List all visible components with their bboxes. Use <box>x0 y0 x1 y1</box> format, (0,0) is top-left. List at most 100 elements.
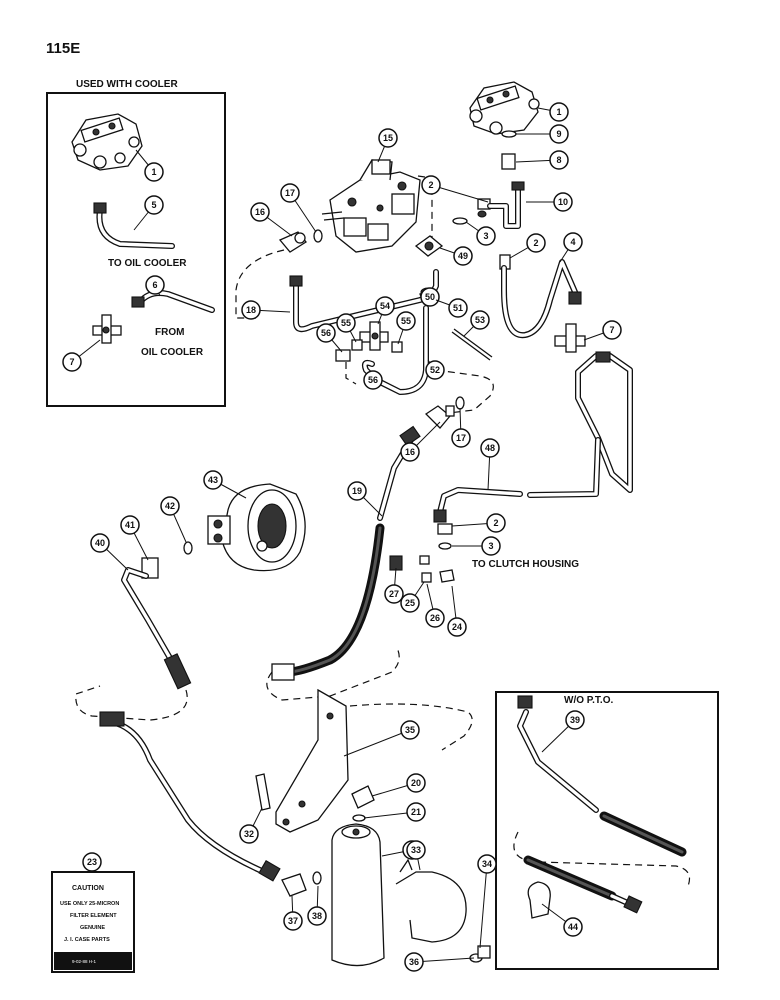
callout-number: 35 <box>405 725 415 735</box>
callout-4: 4 <box>559 232 583 263</box>
callout-39: 39 <box>541 710 585 753</box>
callout-circle <box>384 584 404 604</box>
callout-number: 17 <box>285 188 295 198</box>
dashed-leader-16 <box>235 249 285 319</box>
tube-40 <box>121 567 192 690</box>
callout-41: 41 <box>120 515 149 561</box>
clamp-44 <box>527 881 551 919</box>
callout-leader <box>413 957 475 963</box>
o-ring-17-lower <box>455 396 465 410</box>
callout-44: 44 <box>541 903 583 937</box>
callout-52: 52 <box>425 359 445 380</box>
callout-2: 2 <box>421 175 489 203</box>
from-label-line1: FROM <box>155 327 184 338</box>
nut-36 <box>477 945 491 959</box>
o-ring-42 <box>183 541 193 555</box>
callout-circle <box>62 352 82 372</box>
callout-19: 19 <box>347 481 383 517</box>
callout-circle <box>470 310 490 330</box>
hydraulic-pump <box>207 483 306 572</box>
washer-25 <box>421 572 432 583</box>
callout-circle <box>160 496 180 516</box>
callout-number: 36 <box>409 957 419 967</box>
callout-8: 8 <box>515 150 569 170</box>
to-clutch-housing-label: TO CLUTCH HOUSING <box>472 559 579 570</box>
callout-48: 48 <box>480 438 500 491</box>
elbow-49 <box>414 235 444 257</box>
callout-number: 34 <box>482 859 492 869</box>
callout-20: 20 <box>371 773 426 797</box>
from-label-line2: OIL COOLER <box>141 347 204 358</box>
dashed-leader-16-lower <box>435 369 494 415</box>
nut-55-right <box>391 341 403 353</box>
callout-number: 26 <box>430 613 440 623</box>
callout-circle <box>447 617 467 637</box>
callout-33: 33 <box>406 840 426 871</box>
callout-number: 43 <box>208 475 218 485</box>
callout-circle <box>280 183 300 203</box>
callout-leader <box>343 729 411 757</box>
callout-21: 21 <box>363 802 426 822</box>
tube-48 <box>433 351 633 523</box>
dashed-leader-40 <box>75 685 188 721</box>
callout-circle <box>336 313 356 333</box>
callout-35: 35 <box>343 720 420 757</box>
callout-circle <box>526 233 546 253</box>
o-ring-38 <box>312 871 322 885</box>
callout-circle <box>563 232 583 252</box>
elbow-16-top <box>278 231 307 253</box>
callout-circle <box>406 773 426 793</box>
callout-circle <box>404 952 424 972</box>
callout-circle <box>241 300 261 320</box>
callout-number: 7 <box>69 357 74 367</box>
o-ring-21 <box>352 814 366 822</box>
callout-circle <box>453 246 473 266</box>
caution-decal: CAUTION USE ONLY 25-MICRON FILTER ELEMEN… <box>51 871 135 973</box>
callout-number: 49 <box>458 251 468 261</box>
caution-footer: 9-02-88 H-1 <box>72 959 97 964</box>
caution-line-4: J. I. CASE PARTS <box>64 937 110 943</box>
callout-50: 50 <box>420 287 440 307</box>
tube-from-oil-cooler <box>131 290 215 313</box>
callout-number: 5 <box>151 200 156 210</box>
callout-number: 15 <box>383 133 393 143</box>
callout-leader <box>430 184 489 203</box>
callout-7: 7 <box>62 339 101 372</box>
callout-number: 55 <box>341 318 351 328</box>
tee-fitting-right <box>554 323 586 353</box>
callout-1: 1 <box>537 102 569 122</box>
callout-circle <box>486 513 506 533</box>
callout-40: 40 <box>90 533 129 571</box>
callout-15: 15 <box>377 128 398 163</box>
callout-number: 23 <box>87 857 97 867</box>
o-ring-3-lower <box>438 542 452 550</box>
callout-43: 43 <box>203 470 247 499</box>
filter-pipe <box>99 711 281 882</box>
wo-pto-title: W/O P.T.O. <box>564 695 613 706</box>
callout-circle <box>553 192 573 212</box>
callout-circle <box>565 710 585 730</box>
callout-number: 50 <box>425 292 435 302</box>
callout-number: 27 <box>389 589 399 599</box>
o-ring-17-top <box>313 229 323 243</box>
callout-number: 3 <box>488 541 493 551</box>
to-oil-cooler-label: TO OIL COOLER <box>108 258 187 269</box>
callout-number: 54 <box>380 301 390 311</box>
callout-circle <box>120 515 140 535</box>
clip-27 <box>389 555 403 571</box>
strap-33 <box>395 858 467 943</box>
callout-number: 52 <box>430 365 440 375</box>
callout-17: 17 <box>451 407 471 448</box>
tube-10 <box>487 181 525 229</box>
dashed-leader-34 <box>349 703 473 751</box>
nut-top <box>477 210 487 218</box>
o-ring-9 <box>501 130 517 138</box>
callout-25: 25 <box>400 581 425 613</box>
callout-42: 42 <box>160 496 187 543</box>
callout-16: 16 <box>400 421 441 462</box>
callout-number: 7 <box>609 325 614 335</box>
callout-18: 18 <box>241 300 291 320</box>
dashed-leader-19 <box>266 645 400 701</box>
callout-38: 38 <box>307 885 327 926</box>
